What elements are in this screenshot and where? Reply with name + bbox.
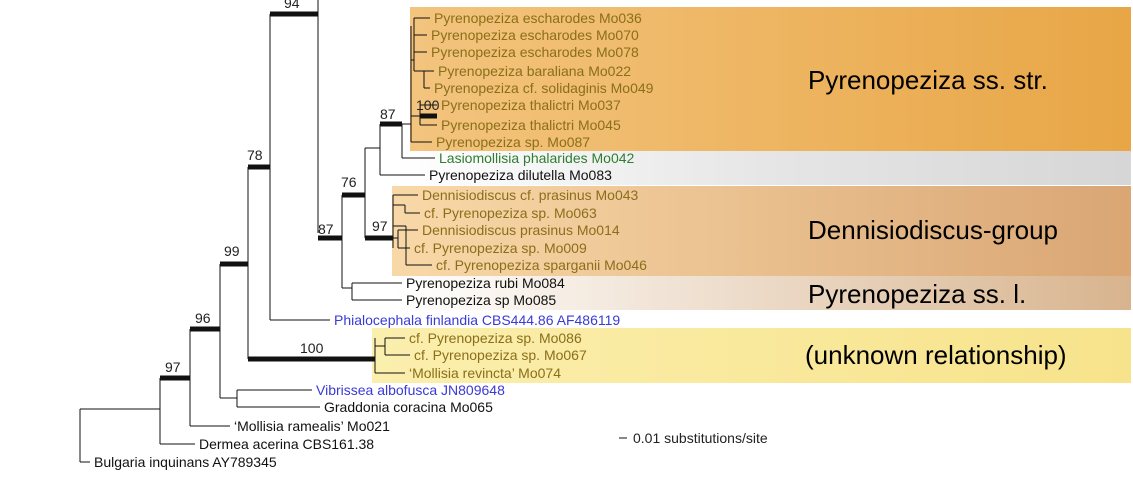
taxon-label: Pyrenopeziza escharodes Mo036 — [434, 10, 642, 26]
group-label-unknown-relationship: (unknown relationship) — [805, 340, 1067, 370]
taxon-label: Dennisiodiscus cf. prasinus Mo043 — [422, 187, 639, 203]
group-label-pyrenopeziza-ss-str: Pyrenopeziza ss. str. — [808, 65, 1048, 95]
taxon-label: Pyrenopeziza escharodes Mo070 — [431, 27, 639, 43]
bold-branches — [160, 11, 437, 381]
taxon-label: cf. Pyrenopeziza sparganii Mo046 — [436, 257, 647, 273]
taxon-label: Pyrenopeziza rubi Mo084 — [406, 275, 565, 291]
taxon-label: Pyrenopeziza thalictri Mo045 — [441, 117, 621, 133]
connector-branches — [365, 123, 411, 149]
bootstrap-100-thalictri: 100 — [416, 97, 440, 113]
taxon-label: Lasiomollisia phalarides Mo042 — [439, 150, 635, 166]
taxon-label: ‘Mollisia ramealis’ Mo021 — [234, 418, 390, 434]
bootstrap-87-upper: 87 — [380, 106, 396, 122]
group-box-pyrenopeziza-ss-str — [410, 7, 1131, 153]
bootstrap-76: 76 — [341, 174, 357, 190]
taxon-label: cf. Pyrenopeziza sp. Mo067 — [414, 347, 587, 363]
taxon-label: Graddonia coracina Mo065 — [324, 399, 493, 415]
taxon-label: cf. Pyrenopeziza sp. Mo009 — [414, 240, 587, 256]
group-box-lasiomollisia — [395, 151, 1131, 185]
taxon-label: Pyrenopeziza thalictri Mo037 — [441, 97, 621, 113]
bootstrap-96: 96 — [195, 310, 211, 326]
bootstrap-97-dennisiodiscus: 97 — [372, 218, 388, 234]
taxon-label: Dennisiodiscus prasinus Mo014 — [422, 222, 620, 238]
taxon-label: Phialocephala finlandia CBS444.86 AF4861… — [334, 312, 620, 328]
taxon-label: Pyrenopeziza sp. Mo087 — [436, 134, 590, 150]
taxon-label: Vibrissea albofusca JN809648 — [316, 382, 505, 398]
taxon-label: ‘Mollisia revincta’ Mo074 — [409, 365, 561, 381]
group-box-pyrenopeziza-ss-l — [395, 276, 1131, 310]
taxon-label: cf. Pyrenopeziza sp. Mo063 — [424, 205, 597, 221]
group-label-pyrenopeziza-ss-l: Pyrenopeziza ss. l. — [808, 279, 1026, 309]
bootstrap-100-unknown: 100 — [300, 340, 324, 356]
taxon-label: Dermea acerina CBS161.38 — [199, 436, 374, 452]
taxon-label: Bulgaria inquinans AY789345 — [94, 454, 277, 470]
group-box-dennisiodiscus — [392, 186, 1131, 276]
taxon-label: Pyrenopeziza escharodes Mo078 — [431, 44, 639, 60]
group-label-dennisiodiscus: Dennisiodiscus-group — [808, 215, 1058, 245]
group-box-unknown-relationship — [372, 328, 1131, 383]
bootstrap-97-root: 97 — [165, 359, 181, 375]
taxon-label: Pyrenopeziza sp Mo085 — [406, 292, 556, 308]
bootstrap-87-lower: 87 — [318, 221, 334, 237]
taxon-label: cf. Pyrenopeziza sp. Mo086 — [409, 330, 582, 346]
taxon-label: Pyrenopeziza dilutella Mo083 — [429, 167, 612, 183]
bootstrap-78: 78 — [247, 147, 263, 163]
bootstrap-94: 94 — [284, 0, 300, 11]
bootstrap-99: 99 — [224, 243, 240, 259]
taxon-label: Pyrenopeziza baraliana Mo022 — [438, 63, 631, 79]
taxon-label: Pyrenopeziza cf. solidaginis Mo049 — [434, 80, 654, 96]
scale-label: 0.01 substitutions/site — [633, 430, 768, 446]
